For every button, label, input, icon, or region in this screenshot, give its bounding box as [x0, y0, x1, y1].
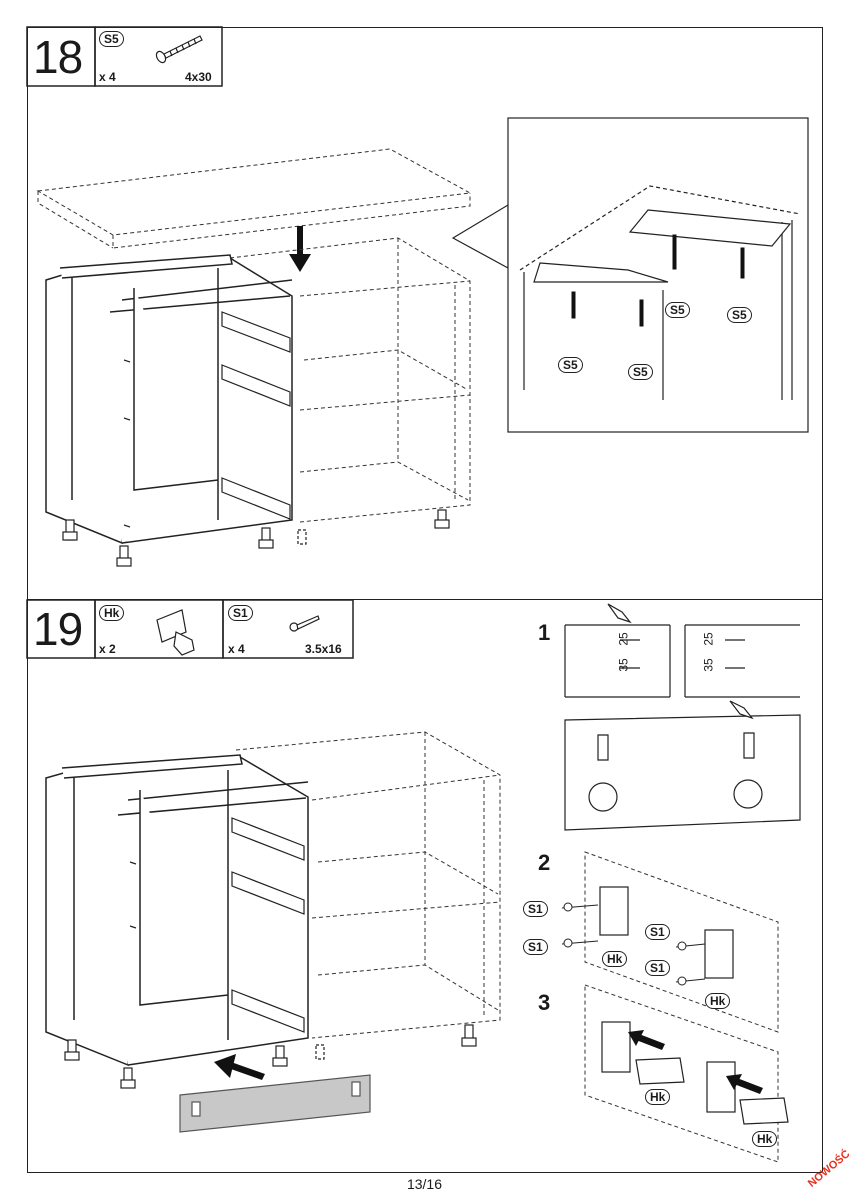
cabinet-legs-19	[64, 1024, 477, 1089]
part-size: 3.5x16	[305, 642, 342, 656]
substep2-screws	[561, 902, 706, 986]
cabinet-legs	[62, 509, 450, 567]
drawer-runners-19	[129, 817, 305, 1033]
callout-s1: S1	[523, 901, 548, 917]
right-cabinet-dashed	[229, 237, 471, 523]
substep3-brackets	[601, 1021, 789, 1125]
part-code-badge: Hk	[99, 605, 125, 621]
dimension-label: 25	[616, 632, 631, 646]
step-number: 18	[33, 31, 83, 83]
drawer-runners	[123, 311, 291, 528]
callout-s1: S1	[645, 924, 670, 940]
pencil-icon	[607, 603, 754, 720]
bracket-icon	[156, 609, 195, 656]
left-cabinet-19	[45, 754, 309, 1067]
callout-hk: Hk	[602, 951, 628, 967]
part-size: 4x30	[185, 70, 212, 84]
step-divider	[27, 599, 823, 600]
substep2-brackets	[599, 886, 734, 979]
left-cabinet	[45, 254, 293, 545]
callout-s5: S5	[558, 357, 583, 373]
substep1-drawing	[564, 624, 801, 831]
callout-hk: Hk	[705, 993, 731, 1009]
dimension-label: 25	[701, 632, 716, 646]
detail-drawing	[519, 185, 801, 400]
right-cabinet-dashed-19	[235, 731, 501, 1039]
part-code-badge: S5	[99, 31, 124, 47]
substep-number: 2	[538, 850, 551, 875]
detail-screws	[571, 234, 745, 327]
small-screw-icon	[289, 615, 320, 632]
callout-hk: Hk	[752, 1131, 778, 1147]
part-quantity: x 4	[99, 70, 116, 84]
substep-number: 1	[538, 620, 551, 645]
worktop-dashed	[36, 148, 472, 249]
step-number: 19	[33, 603, 83, 655]
substep3-arrows	[628, 1030, 763, 1094]
down-arrow	[289, 226, 311, 272]
callout-s5: S5	[628, 364, 653, 380]
callout-s1: S1	[645, 960, 670, 976]
step19-header-boxes	[26, 599, 354, 659]
callout-s5: S5	[665, 302, 690, 318]
callout-hk: Hk	[645, 1089, 671, 1105]
dimension-label: 35	[701, 658, 716, 672]
part-code-badge: S1	[228, 605, 253, 621]
plinth-arrow	[214, 1054, 265, 1080]
screw-icon	[155, 35, 203, 64]
part-quantity: x 2	[99, 642, 116, 656]
callout-s1: S1	[523, 939, 548, 955]
page-number: 13/16	[406, 1176, 443, 1192]
callout-s5: S5	[727, 307, 752, 323]
substep-number: 3	[538, 990, 551, 1015]
plinth-panel	[179, 1074, 371, 1133]
dimension-label: 35	[616, 658, 631, 672]
step18-header-boxes	[26, 26, 223, 87]
part-quantity: x 4	[228, 642, 245, 656]
